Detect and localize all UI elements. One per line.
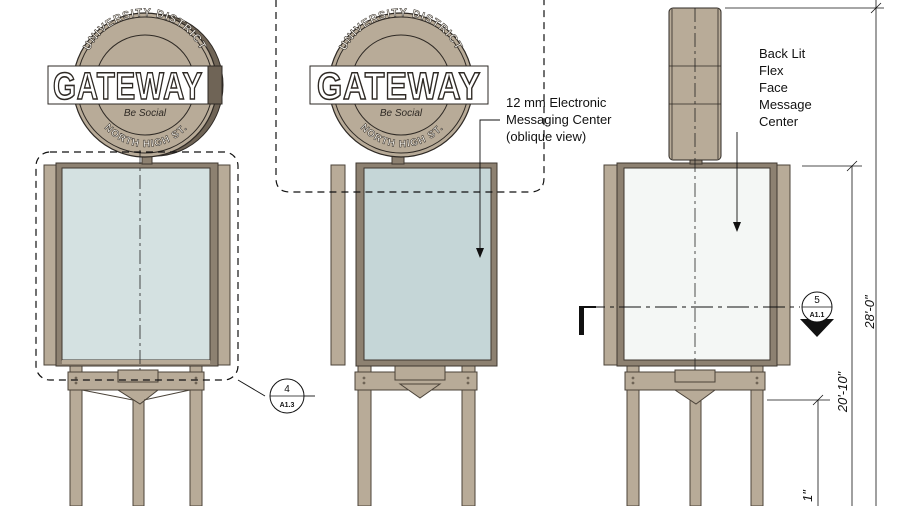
section-marker-5-number: 5 [814,295,820,306]
oblique-elevation-middle: UNIVERSITY DISTRICT NORTH HIGH ST. GATEW… [275,0,545,506]
section-marker-5-sheet: A1.1 [810,312,825,319]
script-tagline: Be Social [124,108,167,119]
dimension-lines [725,0,884,506]
callout-boundary-left [35,151,239,381]
section-marker-4-sheet: A1.3 [280,402,295,409]
section-marker-5[interactable]: 5 A1.1 [800,291,834,337]
gateway-wordmark-middle: GATEWAY [317,66,481,108]
section-marker-4-number: 4 [284,384,290,395]
emc-note: 12 mm Electronic Messaging Center (obliq… [506,95,612,144]
callout-boundary-middle [275,0,545,193]
support-legs-right [624,363,766,506]
dimension-leg-height: 20'-10" [835,370,850,413]
gateway-logo-disc-middle: UNIVERSITY DISTRICT NORTH HIGH ST. GATEW… [309,7,489,158]
emc-screen [61,167,211,361]
backlit-note: Back Lit Flex Face Message Center [759,46,812,129]
section-cut-end [579,307,584,335]
script-tagline-middle: Be Social [380,108,423,119]
dimension-partial: 1" [800,489,815,502]
section-marker-4[interactable]: 4 A1.3 [269,378,305,414]
support-legs-middle [354,363,478,506]
emc-screen-middle [363,167,492,361]
dimension-overall-height: 28'-0" [862,294,877,330]
backlit-face [623,167,771,361]
side-elevation-right: 5 A1.1 28'-0" 20'-10" 1" [579,0,884,506]
support-legs [67,363,205,506]
gateway-logo-disc: UNIVERSITY DISTRICT NORTH HIGH ST. GATEW… [47,7,224,158]
front-elevation-left: UNIVERSITY DISTRICT NORTH HIGH ST. GATEW… [35,7,315,506]
gateway-wordmark: GATEWAY [53,66,203,108]
